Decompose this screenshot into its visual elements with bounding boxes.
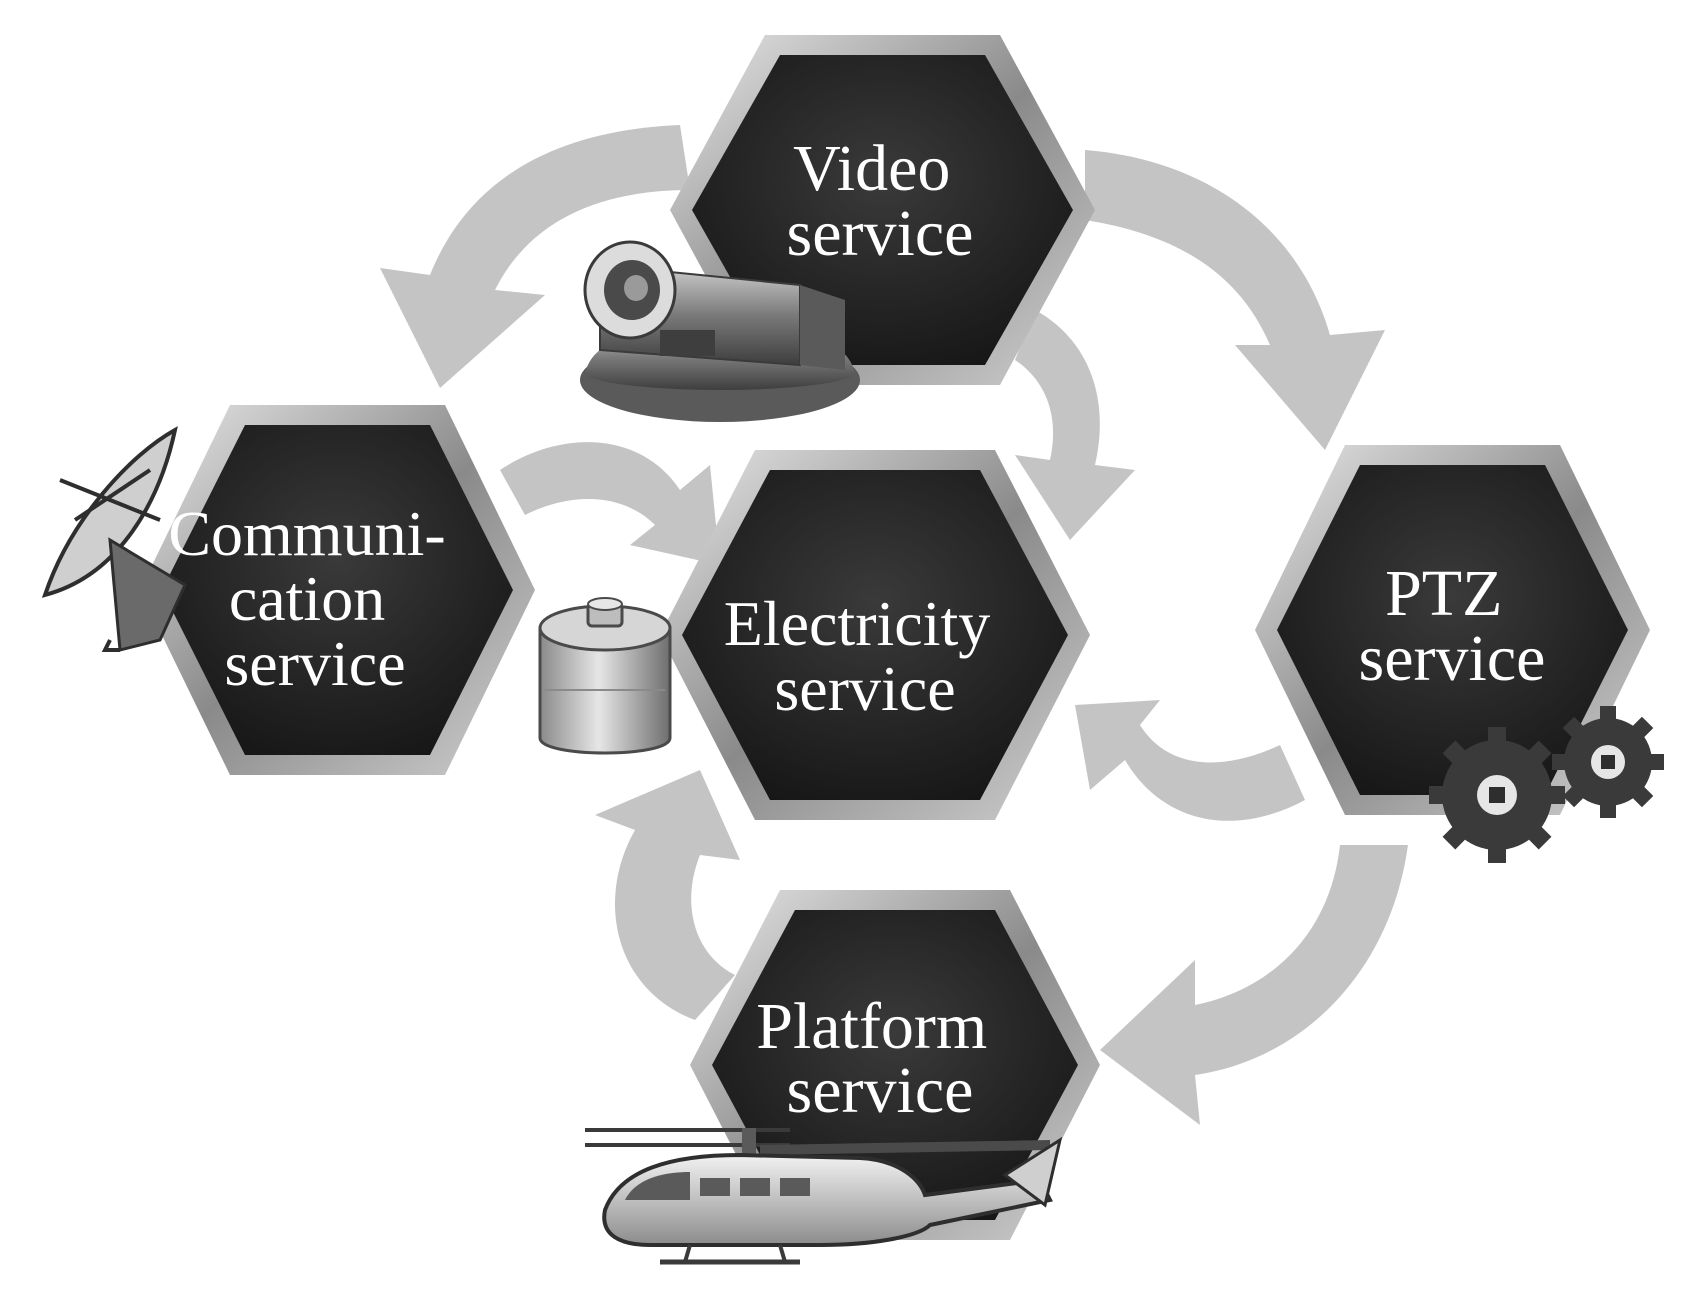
- ptz-service-hexagon: [1277, 465, 1628, 795]
- satellite-dish-icon: [41, 426, 187, 652]
- communication-service-label-line-3: service: [224, 628, 405, 699]
- electricity-service-node: Electricity service: [660, 450, 1090, 820]
- arrow-platform-to-electricity: [595, 770, 740, 1020]
- ptz-service-label: PTZ service: [1359, 557, 1546, 695]
- helicopter-icon: [585, 1128, 1063, 1265]
- ptz-service-node: PTZ service: [1255, 445, 1650, 815]
- arrow-video-to-communication: [380, 125, 690, 388]
- electricity-service-label-line-1: Electricity: [724, 588, 991, 659]
- video-service-label-line-2: service: [787, 197, 974, 270]
- gears-icon: [1429, 706, 1664, 863]
- communication-service-label-line-1: Communi-: [168, 498, 445, 569]
- electricity-service-label: Electricity service: [724, 588, 1007, 724]
- communication-service-label-line-2: cation: [229, 563, 385, 634]
- video-service-label-line-1: Video: [793, 132, 950, 205]
- electricity-service-hexagon: [682, 470, 1068, 800]
- arrow-video-to-electricity: [1015, 310, 1135, 540]
- ptz-service-label-line-2: service: [1359, 622, 1546, 695]
- battery-icon: [538, 597, 672, 755]
- communication-service-label: Communi- cation service: [168, 498, 461, 699]
- communication-service-node: Communi- cation service: [140, 405, 535, 775]
- video-service-label: Video service: [787, 132, 974, 270]
- ptz-service-label-line-1: PTZ: [1385, 557, 1502, 630]
- arrow-communication-to-electricity: [500, 442, 720, 565]
- platform-service-label: Platform service: [756, 990, 1003, 1127]
- arrow-ptz-to-electricity: [1075, 700, 1305, 821]
- electricity-service-label-line-2: service: [774, 653, 955, 724]
- platform-service-label-line-2: service: [787, 1054, 974, 1127]
- arrow-ptz-to-platform: [1100, 845, 1408, 1125]
- communication-service-hexagon: [162, 425, 513, 755]
- video-camera-icon: [580, 240, 860, 422]
- platform-service-label-line-1: Platform: [756, 990, 987, 1063]
- arrow-video-to-ptz: [1085, 150, 1385, 450]
- flow-arrows: [380, 125, 1408, 1125]
